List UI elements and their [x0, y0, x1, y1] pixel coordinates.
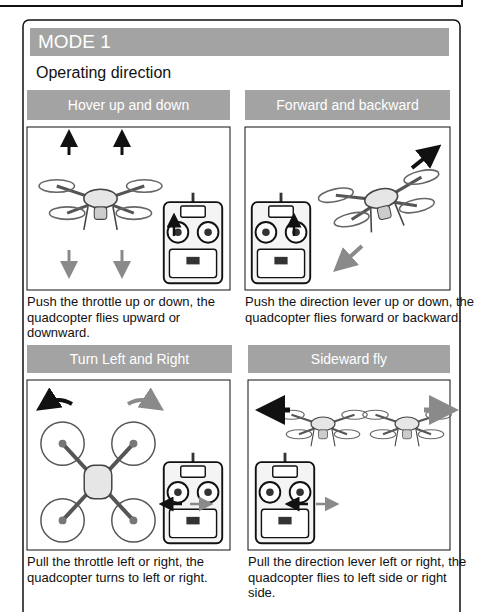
header-band: Sideward fly — [248, 345, 450, 373]
header-text: Turn Left and Right — [70, 351, 189, 367]
caption-text: Pull the throttle left or right, the qua… — [27, 554, 240, 585]
section-heading: Operating direction — [36, 63, 336, 82]
caption-text: Push the direction lever up or down, the… — [245, 294, 475, 325]
caption-text: Pull the direction lever left or right, … — [248, 554, 476, 601]
caption-text: Push the throttle up or down, the quadco… — [27, 294, 240, 341]
header-text: Forward and backward — [276, 97, 418, 113]
header-text: Sideward fly — [311, 351, 387, 367]
header-band: Turn Left and Right — [27, 345, 232, 373]
header-band: Hover up and down — [27, 90, 230, 120]
header-band: Forward and backward — [245, 90, 450, 120]
mode-title: MODE 1 — [38, 30, 111, 54]
header-text: Hover up and down — [68, 97, 189, 113]
